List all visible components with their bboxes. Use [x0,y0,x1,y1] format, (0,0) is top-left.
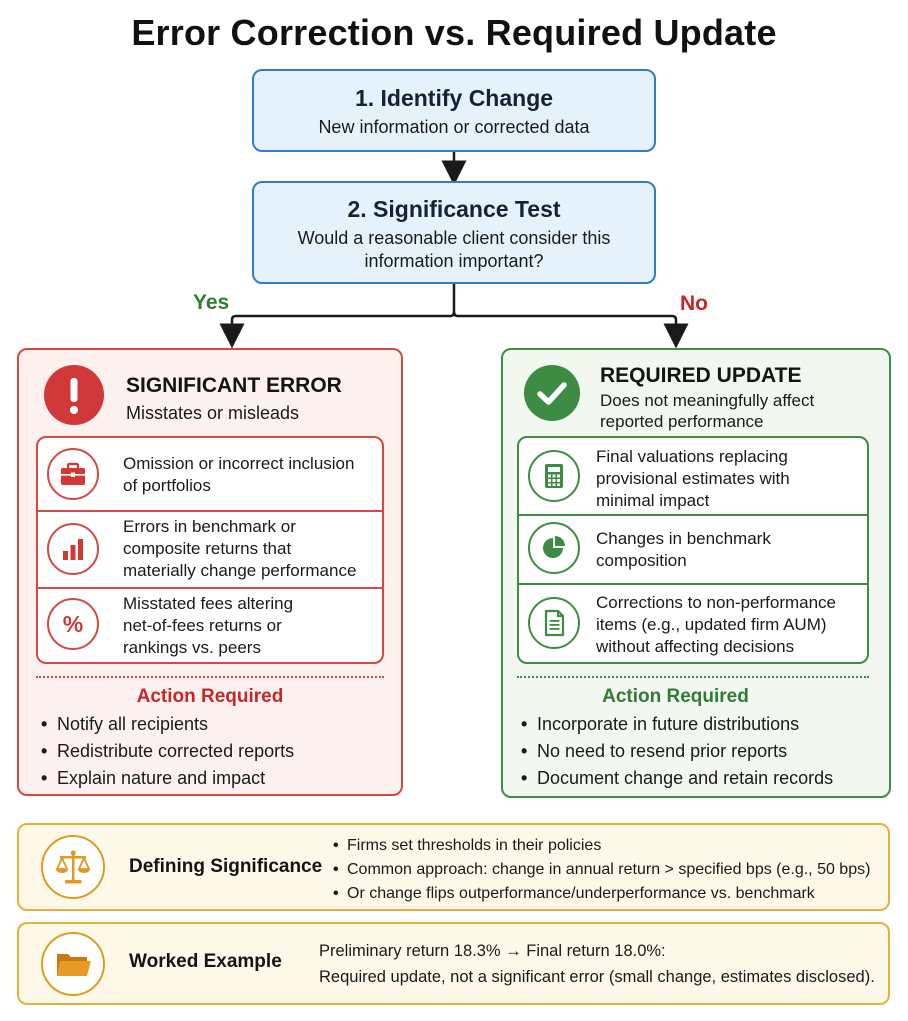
list-item: Firms set thresholds in their policies [333,834,870,858]
percent-icon: % [47,598,99,650]
list-item: Or change flips outperformance/underperf… [333,882,870,906]
list-item: Common approach: change in annual return… [333,858,870,882]
list-item: % Misstated fees altering net-of-fees re… [38,588,382,662]
item-line: minimal impact [596,491,710,510]
briefcase-icon [47,448,99,500]
checkmark-icon [524,365,580,421]
item-line: net-of-fees returns or [123,616,282,635]
list-item: Incorporate in future distributions [521,711,833,738]
subtitle-line: Does not meaningfully affect [600,391,815,410]
required-update-panel: REQUIRED UPDATE Does not meaningfully af… [501,348,891,798]
required-update-examples: Final valuations replacing provisional e… [517,436,869,664]
worked-example-label: Worked Example [129,951,282,972]
item-line: composition [596,551,687,570]
pie-chart-icon [528,522,580,574]
dotted-divider [36,676,384,678]
worked-example-text: Preliminary return 18.3% → Final return … [319,938,875,990]
arrow-yes-branch [219,284,456,349]
calculator-icon [528,450,580,502]
item-line: items (e.g., updated firm AUM) [596,615,827,634]
item-line: Omission or incorrect inclusion [123,454,355,473]
dotted-divider [517,676,869,678]
item-line: Corrections to non-performance [596,593,837,612]
defining-significance-list: Firms set thresholds in their policies C… [333,834,870,906]
bar-chart-icon [47,523,99,575]
required-update-subtitle: Does not meaningfully affect reported pe… [600,390,814,432]
item-line: Final valuations replacing [596,447,788,466]
folder-icon [41,932,105,996]
step-significance-test: 2. Significance Test Would a reasonable … [252,181,656,284]
list-item: Document change and retain records [521,765,833,792]
action-list: Notify all recipients Redistribute corre… [41,711,294,792]
subtitle-line: reported performance [600,412,764,431]
required-update-heading: REQUIRED UPDATE [600,364,802,387]
item-line: Changes in benchmark [596,529,771,548]
item-line: provisional estimates with [596,469,790,488]
step-identify-change: 1. Identify Change New information or co… [252,69,656,152]
list-item: Omission or incorrect inclusion of portf… [38,438,382,510]
list-item: Final valuations replacing provisional e… [519,438,867,514]
list-item: No need to resend prior reports [521,738,833,765]
arrow-no-branch [452,311,689,349]
step1-title: 1. Identify Change [354,85,554,111]
step1-subtitle: New information or corrected data [318,117,590,137]
step2-title: 2. Significance Test [347,196,561,222]
defining-significance-box: Defining Significance Firms set threshol… [17,823,890,911]
divider [519,583,867,585]
list-item: Explain nature and impact [41,765,294,792]
significant-error-panel: SIGNIFICANT ERROR Misstates or misleads … [17,348,403,796]
divider [519,514,867,516]
step2-subtitle-line1: Would a reasonable client consider this [297,228,611,248]
document-icon [528,597,580,649]
significant-error-heading: SIGNIFICANT ERROR [126,374,342,397]
worked-example-box: Worked Example Preliminary return 18.3% … [17,922,890,1005]
yes-label: Yes [193,291,230,314]
significant-error-subtitle: Misstates or misleads [126,403,300,423]
exclamation-icon [44,365,104,425]
page-title: Error Correction vs. Required Update [131,12,777,53]
action-required-heading: Action Required [136,686,284,707]
no-label: No [680,292,708,315]
list-item: Corrections to non-performance items (e.… [519,584,867,662]
scales-icon [41,835,105,899]
list-item: Changes in benchmark composition [519,515,867,583]
item-line: materially change performance [123,561,357,580]
item-line: rankings vs. peers [123,638,261,657]
item-line: of portfolios [123,476,211,495]
item-line: Errors in benchmark or [123,517,296,536]
action-list: Incorporate in future distributions No n… [521,711,833,792]
flow-connectors [219,152,689,349]
step2-subtitle-line2: information important? [364,251,544,271]
defining-significance-label: Defining Significance [129,856,323,877]
item-line: composite returns that [123,539,292,558]
significant-error-examples: Omission or incorrect inclusion of portf… [36,436,384,664]
list-item: Redistribute corrected reports [41,738,294,765]
example-line: Preliminary return 18.3% → Final return … [319,942,666,960]
list-item: Errors in benchmark or composite returns… [38,511,382,587]
divider [38,510,382,512]
action-required-heading: Action Required [602,686,749,707]
item-line: without affecting decisions [596,637,795,656]
svg-text:%: % [63,611,83,637]
example-line: Required update, not a significant error… [319,968,875,986]
list-item: Notify all recipients [41,711,294,738]
item-line: Misstated fees altering [123,594,294,613]
divider [38,587,382,589]
